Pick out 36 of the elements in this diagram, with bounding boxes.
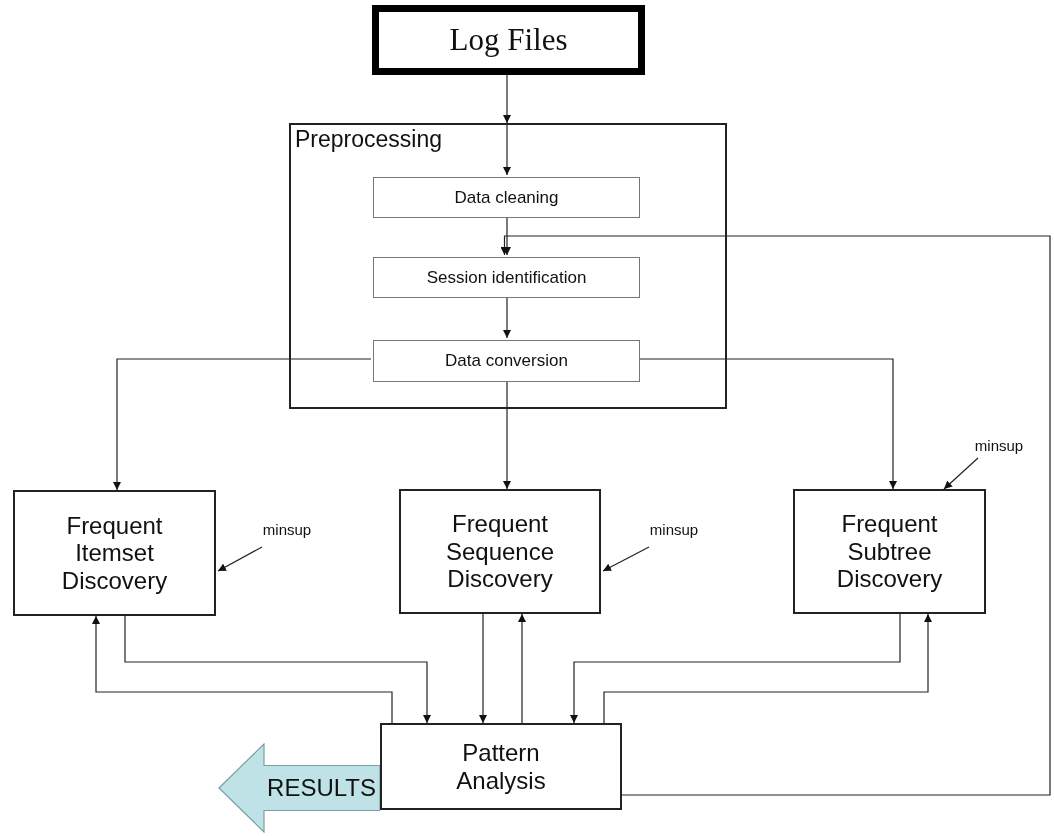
parameter-text: minsup [262, 520, 312, 538]
box-label: Pattern Analysis [455, 738, 547, 795]
arrow [603, 613, 932, 724]
box-label: Data conversion [445, 351, 568, 371]
arrow [570, 613, 901, 724]
box-label: Log Files [449, 22, 568, 58]
arrow [124, 615, 431, 724]
arrow [943, 457, 979, 490]
process-box [13, 490, 216, 616]
process-box [373, 177, 640, 218]
box-label: Frequent Sequence Discovery [444, 510, 556, 593]
process-box [372, 5, 645, 75]
arrow [503, 74, 511, 124]
arrow [92, 615, 393, 724]
group-box [289, 123, 727, 409]
arrow [503, 122, 511, 176]
arrow [500, 235, 1051, 796]
arrow [113, 358, 372, 491]
box-label: Session identification [426, 267, 587, 288]
process-box [380, 723, 622, 810]
group-heading: Preprocessing [295, 126, 443, 153]
arrow [217, 546, 263, 572]
box-label: Frequent Subtree Discovery [835, 510, 944, 593]
box-label: Frequent Itemset Discovery [60, 511, 169, 595]
box-label: Data cleaning [454, 187, 559, 208]
block-arrow [218, 743, 380, 833]
arrow [479, 613, 487, 724]
process-box [399, 489, 601, 614]
arrow [602, 546, 650, 572]
box-label: RESULTS [267, 774, 376, 802]
process-box [793, 489, 986, 614]
process-box [373, 257, 640, 298]
parameter-text: minsup [649, 520, 699, 538]
parameter-text: minsup [974, 436, 1024, 454]
process-box [373, 340, 640, 382]
arrow [518, 613, 526, 724]
